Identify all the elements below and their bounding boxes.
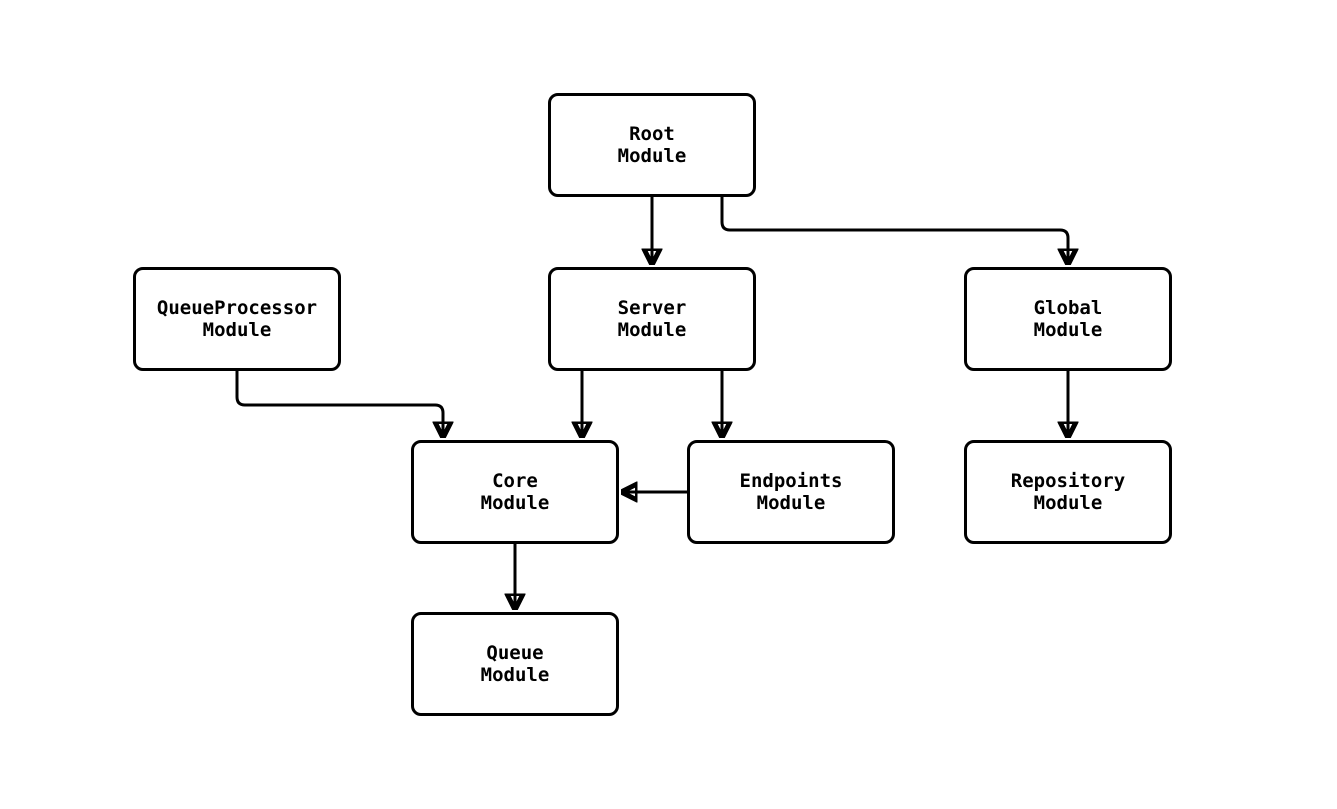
node-label-line: Module xyxy=(480,492,550,514)
node-label-line: Module xyxy=(480,664,550,686)
node-queue-module: Queue Module xyxy=(411,612,619,716)
node-label-line: Module xyxy=(1033,319,1103,341)
node-label-line: Module xyxy=(617,145,687,167)
node-root-module: Root Module xyxy=(548,93,756,197)
node-server-module: Server Module xyxy=(548,267,756,371)
node-global-module: Global Module xyxy=(964,267,1172,371)
node-label-line: Server xyxy=(617,297,687,319)
node-endpoints-module: Endpoints Module xyxy=(687,440,895,544)
node-label-line: Module xyxy=(617,319,687,341)
node-label-line: Endpoints xyxy=(739,470,843,492)
node-core-module: Core Module xyxy=(411,440,619,544)
edge-root-to-global xyxy=(720,197,1068,265)
node-label-line: Core xyxy=(492,470,538,492)
node-label-line: Repository xyxy=(1010,470,1126,492)
node-label-line: Queue xyxy=(486,642,544,664)
node-label-line: Module xyxy=(756,492,826,514)
node-label-line: Global xyxy=(1033,297,1103,319)
node-label-line: Module xyxy=(1033,492,1103,514)
node-label-line: Root xyxy=(629,123,675,145)
node-label-line: Module xyxy=(202,319,272,341)
node-repository-module: Repository Module xyxy=(964,440,1172,544)
node-label-line: QueueProcessor xyxy=(156,297,318,319)
edge-queueprocessor-to-core xyxy=(235,371,443,438)
node-queueprocessor-module: QueueProcessor Module xyxy=(133,267,341,371)
